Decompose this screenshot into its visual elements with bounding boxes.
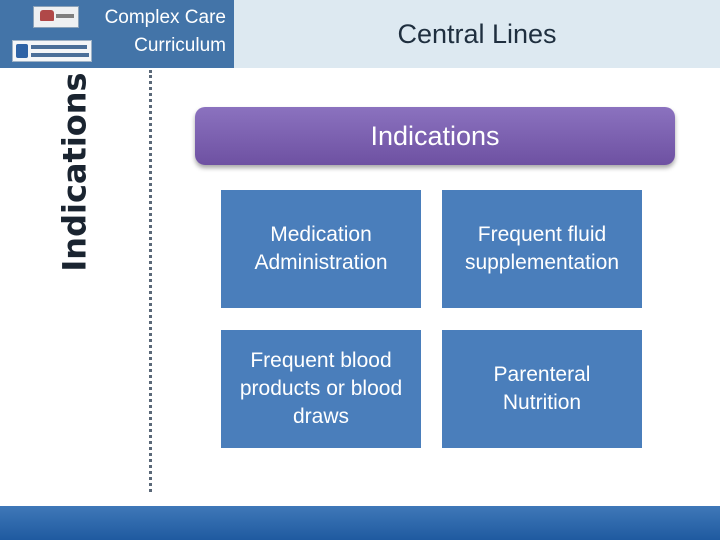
tile-label: Frequent fluid supplementation [464, 223, 620, 274]
hospital-logo-bottom [12, 40, 92, 62]
footer-band [0, 506, 720, 540]
brand-title-line1: Complex Care [104, 7, 226, 28]
logo-text-line [31, 45, 87, 49]
tile-parenteral-nutrition: Parenteral Nutrition [442, 330, 642, 448]
slide-title: Central Lines [397, 18, 557, 49]
hospital-logo-top [33, 6, 79, 28]
tile-medication-administration: Medication Administration [221, 190, 421, 308]
tile-label: Parenteral Nutrition [493, 363, 591, 414]
logo-text-line [31, 53, 89, 57]
tile-label: Frequent blood products or blood draws [239, 349, 403, 428]
brand-title-line2: Curriculum [134, 35, 226, 56]
brand-box: Complex Care Curriculum [0, 0, 234, 68]
section-side-title: Indications [52, 72, 98, 272]
tile-label: Medication Administration [254, 223, 388, 274]
dotted-divider [149, 70, 152, 492]
tile-blood-products: Frequent blood products or blood draws [221, 330, 421, 448]
logo-mark-icon [16, 44, 28, 58]
tile-fluid-supplementation: Frequent fluid supplementation [442, 190, 642, 308]
section-side-title-text: Indications [56, 72, 95, 272]
indications-banner: Indications [195, 107, 675, 165]
